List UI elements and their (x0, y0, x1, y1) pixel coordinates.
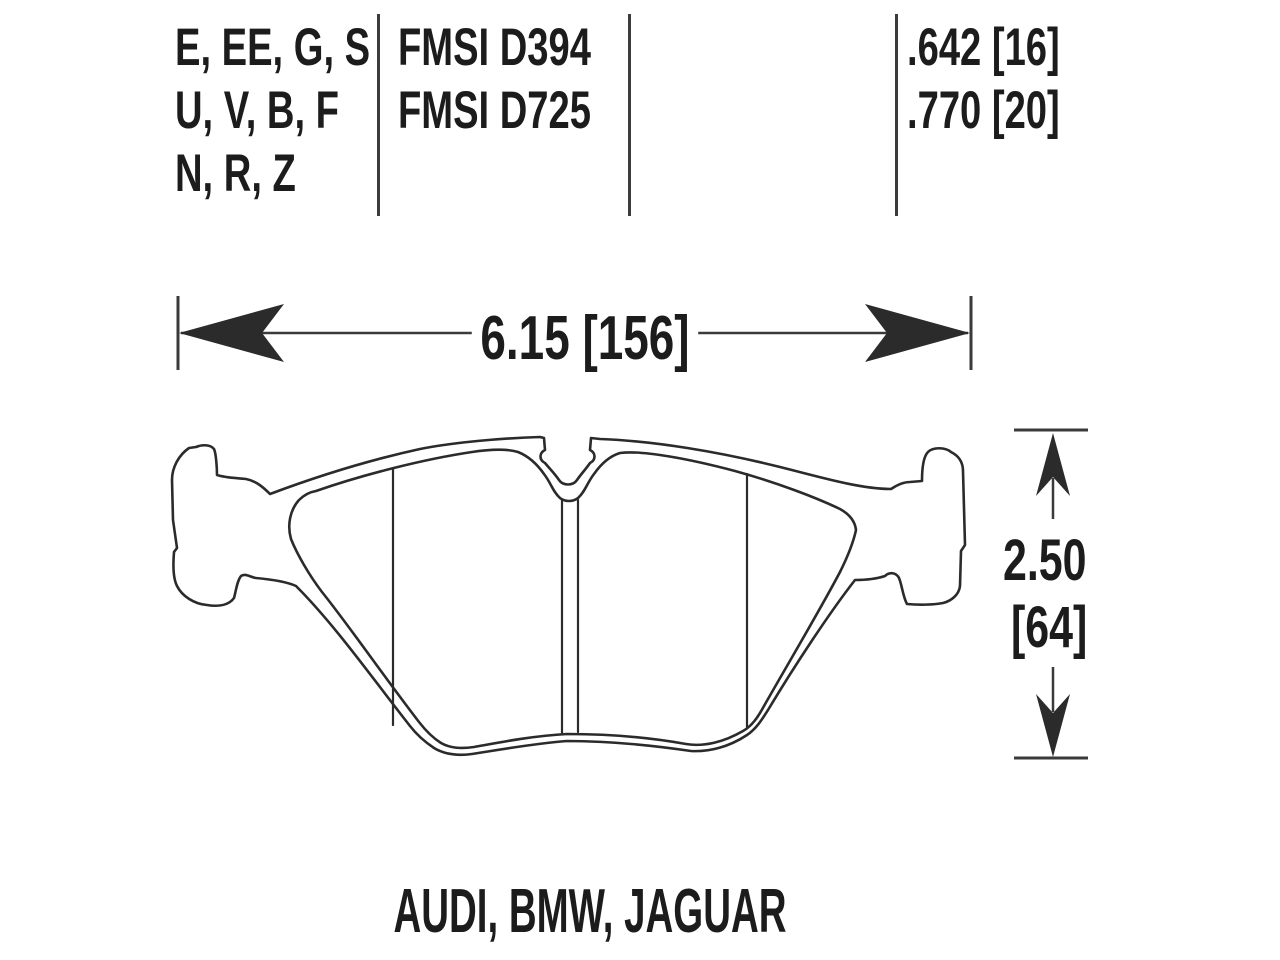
pad-thickness-line-1: .642 [16] (907, 18, 1060, 77)
height-dimension-label-mm: [64] (1011, 595, 1088, 660)
column-divider-3 (895, 14, 898, 216)
pad-thickness-line-2: .770 [20] (907, 81, 1060, 140)
compound-codes-line-3: N, R, Z (175, 144, 296, 203)
pad-thickness-column: .642 [16] .770 [20] (907, 16, 1060, 142)
height-arrowhead-down (1036, 694, 1070, 757)
width-dimension-label-wrap: 6.15 [156] (71, 303, 1100, 374)
height-dimension-label-inches: 2.50 (1003, 528, 1087, 593)
fmsi-number-line-2: FMSI D725 (398, 81, 591, 140)
compound-codes-column: E, EE, G, S U, V, B, F N, R, Z (175, 16, 370, 205)
compound-codes-line-1: E, EE, G, S (175, 18, 371, 77)
width-arrowhead-left (179, 304, 284, 362)
brake-pad-outline (170, 435, 967, 757)
height-dimension-arrow (1014, 428, 1088, 760)
column-divider-1 (377, 14, 380, 216)
width-dimension-label: 6.15 [156] (471, 304, 699, 373)
friction-material-inner-contour (287, 448, 858, 750)
fmsi-number-line-1: FMSI D394 (398, 18, 591, 77)
applications-label-wrap: AUDI, BMW, JAGUAR (162, 876, 1018, 947)
height-arrowhead-up (1036, 433, 1070, 496)
column-divider-2 (628, 14, 631, 216)
fmsi-numbers-column: FMSI D394 FMSI D725 (398, 16, 591, 142)
width-arrowhead-right (865, 304, 970, 362)
backing-plate-outer-contour (170, 435, 967, 757)
compound-codes-line-2: U, V, B, F (175, 81, 339, 140)
applications-label: AUDI, BMW, JAGUAR (393, 877, 787, 946)
